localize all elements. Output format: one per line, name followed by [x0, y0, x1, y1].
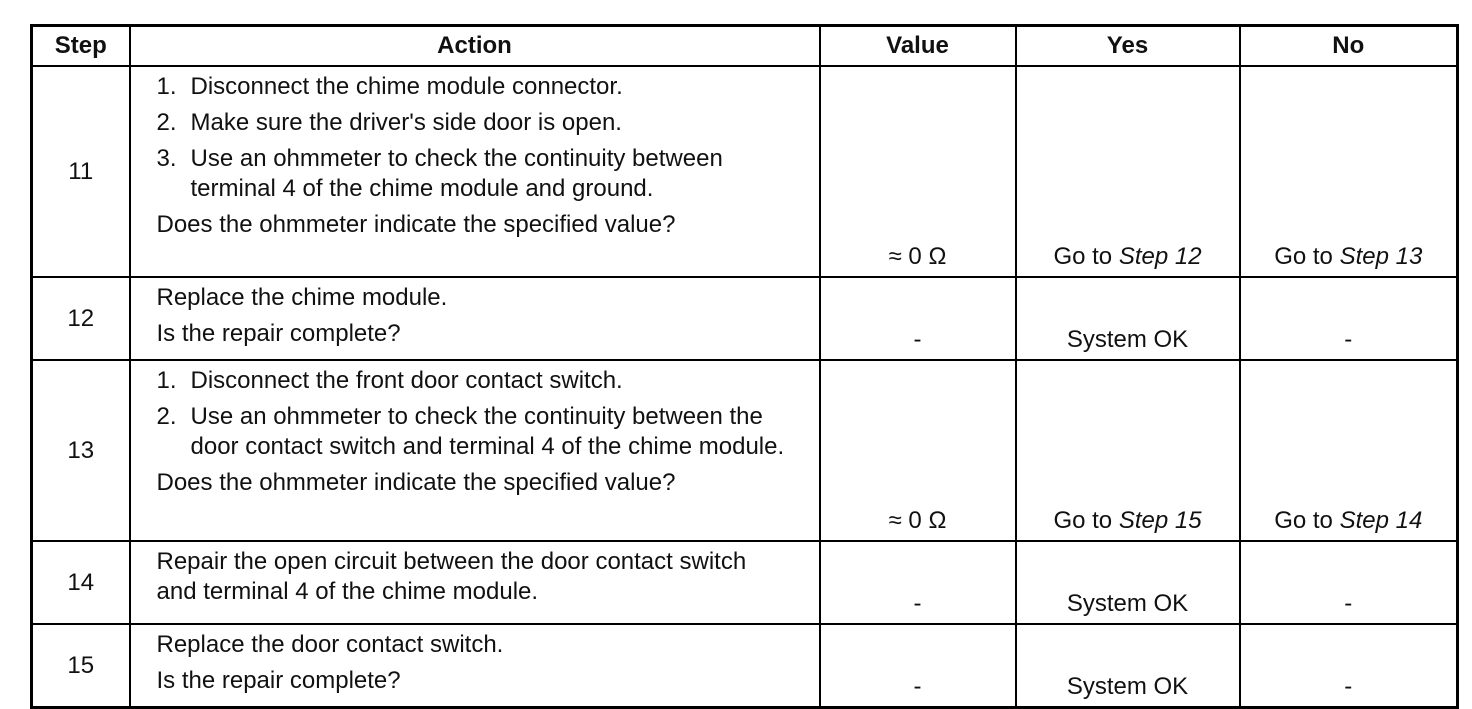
- action-item-text: Use an ohmmeter to check the continuity …: [190, 145, 723, 202]
- action-question: Does the ohmmeter indicate the specified…: [156, 211, 676, 238]
- no-step-ref: Step 14: [1339, 507, 1423, 534]
- no-cell: -: [1238, 540, 1459, 625]
- action-item-number: 3.: [156, 145, 177, 172]
- value-cell: -: [818, 276, 1017, 361]
- table-row: 13 1. Disconnect the front door contact …: [30, 359, 1459, 542]
- table-row: 11 1. Disconnect the chime module connec…: [30, 65, 1459, 278]
- action-line: Repair the open circuit between the door…: [156, 548, 747, 605]
- action-item: 3. Use an ohmmeter to check the continui…: [157, 144, 809, 204]
- action-cell: Replace the door contact switch. Is the …: [128, 623, 821, 709]
- yes-step-ref: Step 12: [1118, 243, 1202, 270]
- header-no: No: [1238, 24, 1459, 67]
- no-step-ref: Step 13: [1339, 243, 1423, 270]
- action-item-text: Disconnect the front door contact switch…: [190, 367, 623, 394]
- header-yes: Yes: [1014, 24, 1241, 67]
- yes-step-ref: Step 15: [1118, 507, 1202, 534]
- action-question: Does the ohmmeter indicate the specified…: [156, 469, 676, 496]
- action-question: Is the repair complete?: [156, 667, 401, 694]
- yes-cell: System OK: [1014, 540, 1241, 625]
- yes-prefix: Go to: [1053, 507, 1119, 534]
- yes-cell: System OK: [1014, 276, 1241, 361]
- value-cell: -: [818, 623, 1017, 709]
- action-question: Is the repair complete?: [156, 320, 401, 347]
- no-cell: -: [1238, 623, 1459, 709]
- step-number: 13: [30, 359, 131, 542]
- no-prefix: Go to: [1274, 243, 1340, 270]
- action-line: Replace the chime module.: [156, 284, 448, 311]
- action-item-text: Disconnect the chime module connector.: [190, 73, 623, 100]
- value-cell: -: [818, 540, 1017, 625]
- table-row: 15 Replace the door contact switch. Is t…: [30, 623, 1459, 709]
- diagnostic-table: Step Action Value Yes No 11 1. Disconnec…: [30, 24, 1459, 709]
- yes-prefix: Go to: [1053, 243, 1119, 270]
- action-line: Replace the door contact switch.: [156, 631, 504, 658]
- step-number: 11: [30, 65, 131, 278]
- header-step: Step: [30, 24, 131, 67]
- step-number: 14: [30, 540, 131, 625]
- header-action: Action: [128, 24, 821, 67]
- action-item: 1. Disconnect the front door contact swi…: [157, 366, 809, 396]
- table-row: 12 Replace the chime module. Is the repa…: [30, 276, 1459, 361]
- action-item: 2. Make sure the driver's side door is o…: [157, 108, 809, 138]
- no-cell: Go to Step 14: [1238, 359, 1459, 542]
- yes-cell: Go to Step 15: [1014, 359, 1241, 542]
- header-value: Value: [818, 24, 1017, 67]
- yes-cell: System OK: [1014, 623, 1241, 709]
- header-row: Step Action Value Yes No: [30, 24, 1459, 67]
- action-item-number: 1.: [156, 367, 177, 394]
- action-cell: Replace the chime module. Is the repair …: [128, 276, 821, 361]
- no-cell: Go to Step 13: [1238, 65, 1459, 278]
- step-number: 15: [30, 623, 131, 709]
- action-item: 1. Disconnect the chime module connector…: [157, 72, 809, 102]
- action-item-text: Use an ohmmeter to check the continuity …: [190, 403, 785, 460]
- action-item-text: Make sure the driver's side door is open…: [190, 109, 622, 136]
- action-item-number: 1.: [156, 73, 177, 100]
- no-cell: -: [1238, 276, 1459, 361]
- no-prefix: Go to: [1274, 507, 1340, 534]
- action-cell: 1. Disconnect the front door contact swi…: [128, 359, 821, 542]
- value-cell: ≈ 0 Ω: [818, 359, 1017, 542]
- yes-cell: Go to Step 12: [1014, 65, 1241, 278]
- value-cell: ≈ 0 Ω: [818, 65, 1017, 278]
- step-number: 12: [30, 276, 131, 361]
- action-item: 2. Use an ohmmeter to check the continui…: [157, 402, 809, 462]
- action-item-number: 2.: [156, 109, 177, 136]
- action-cell: Repair the open circuit between the door…: [128, 540, 821, 625]
- table-row: 14 Repair the open circuit between the d…: [30, 540, 1459, 625]
- action-item-number: 2.: [156, 403, 177, 430]
- action-cell: 1. Disconnect the chime module connector…: [128, 65, 821, 278]
